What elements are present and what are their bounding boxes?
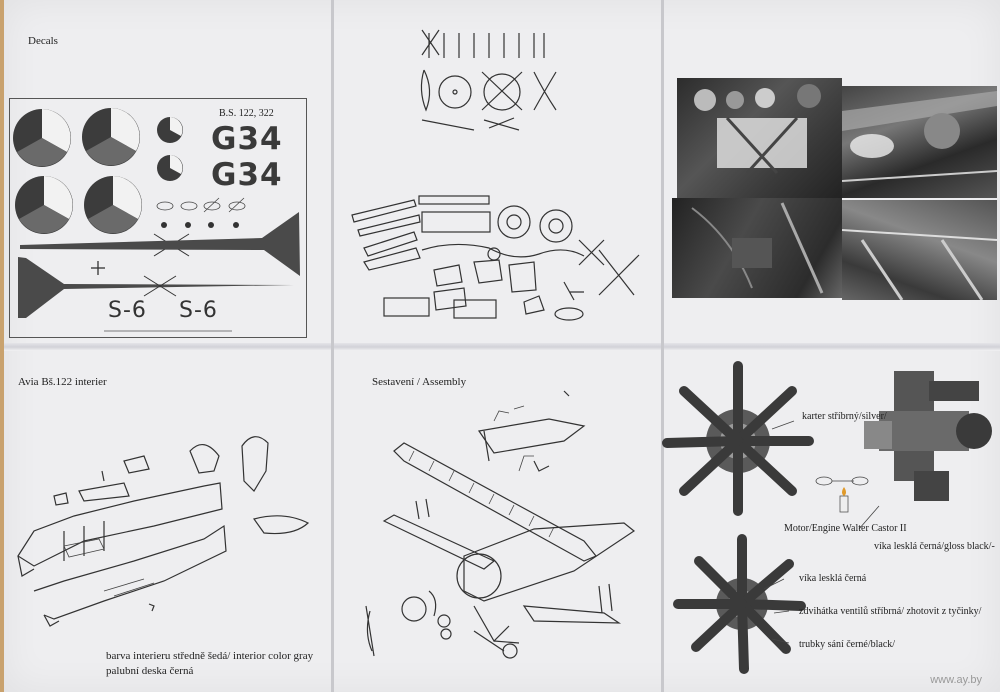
code-decal-2: S-6: [179, 298, 218, 323]
small-roundel-1: [157, 117, 183, 143]
engine-panel: karter stříbrný/silver/ Motor/Engine Wal…: [662, 351, 1000, 692]
small-roundel-2: [157, 155, 183, 181]
decal-sheet: [9, 98, 307, 338]
fuselage-stripe-upper: [20, 212, 300, 276]
pushrod-detail: [815, 476, 869, 486]
roundel-1: [13, 109, 71, 167]
small-dot-decals: [161, 222, 239, 228]
decal-type-label: B.S. 122, 322: [219, 108, 274, 119]
interior-panel: Avia Bš.122 interier ba: [4, 351, 331, 692]
engine-mount-photo: [842, 86, 997, 198]
small-logo-decals: [156, 197, 246, 213]
engine-front-view: [662, 361, 814, 516]
vertical-fold-left: [331, 0, 334, 692]
fuselage-detail-photo: [672, 198, 842, 298]
engine-label-covers-gloss: víka lesklá černá/gloss black/-: [874, 541, 995, 552]
decal-roundels: [13, 108, 300, 332]
roundel-2: [82, 108, 140, 166]
vertical-fold-right: [661, 0, 664, 692]
interior-caption-1: barva interieru středně šedá/ interior c…: [106, 650, 314, 662]
candle-icon: [839, 487, 849, 513]
fuselage-stripe-lower: [18, 257, 294, 318]
engine-side-view: [864, 371, 992, 501]
cockpit-photo: [677, 78, 842, 198]
roundel-3: [15, 176, 73, 234]
interior-title: Avia Bš.122 interier: [18, 376, 107, 388]
horizontal-fold: [4, 343, 1000, 351]
landing-gear-photo: [842, 200, 997, 300]
interior-caption-2: palubní deska černá: [106, 665, 194, 677]
assembly-title: Sestavení / Assembly: [372, 376, 467, 388]
wing-struts-parts: [351, 195, 640, 321]
instruction-sheet: Decals B.S. 122, 322: [4, 0, 1000, 692]
registration-decal-1: G34: [211, 121, 283, 157]
strut-parts: [421, 29, 545, 58]
engine-label-covers: víka lesklá černá: [799, 573, 867, 584]
decals-title: Decals: [28, 35, 58, 47]
decals-panel: Decals B.S. 122, 322: [4, 0, 331, 343]
registration-decal-2: G34: [211, 157, 283, 193]
interior-drawing: [17, 436, 310, 627]
photoetch-parts-drawing: [351, 29, 640, 321]
engine-label-intake: trubky sání černé/black/: [799, 639, 896, 650]
engine-label-engine: Motor/Engine Walter Castor II: [784, 523, 907, 534]
engine-label-crankcase: karter stříbrný/silver/: [802, 411, 887, 422]
assembly-panel: Sestavení / Assembly: [334, 351, 661, 692]
engine-label-lifters: zdvihátka ventilů stříbrná/ zhotovit z t…: [799, 606, 982, 617]
watermark: www.ay.by: [930, 674, 982, 686]
code-decal-1: S-6: [108, 298, 147, 323]
engine-second-view: [673, 534, 806, 674]
parts-panel: [334, 0, 661, 343]
reference-photos-panel: [664, 0, 1000, 343]
assembly-drawing: [365, 390, 636, 659]
propeller-parts: [420, 69, 557, 131]
engine-photos: [662, 361, 992, 674]
roundel-4: [84, 176, 142, 234]
